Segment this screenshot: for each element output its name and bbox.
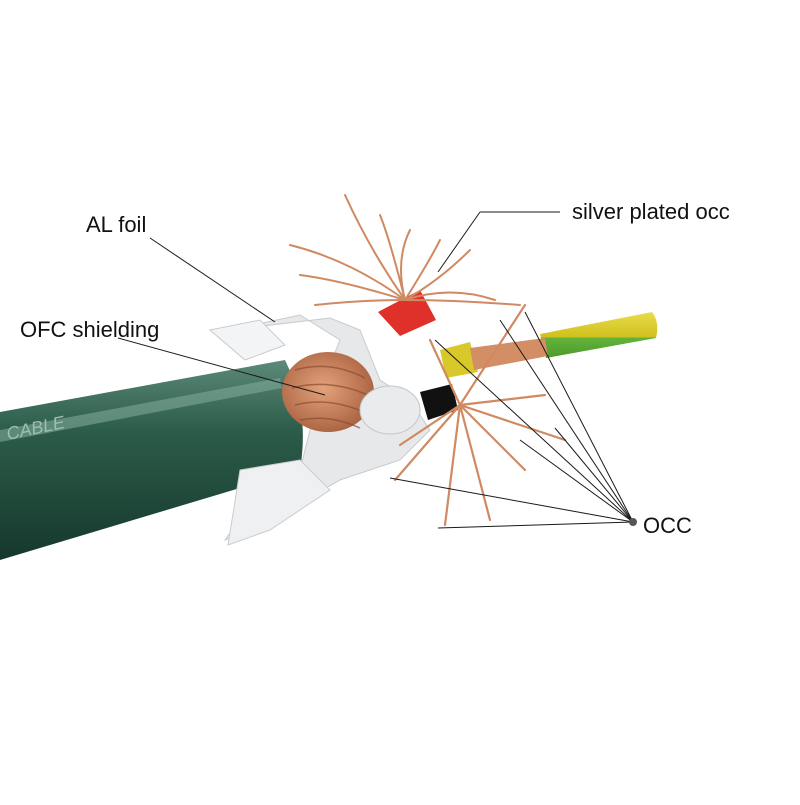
cable-jacket [0, 360, 303, 560]
cable-jacket-highlight [0, 378, 282, 442]
al-foil-flap [208, 319, 286, 361]
leader-ofc-shielding [117, 337, 326, 396]
black-insulation [420, 384, 458, 420]
leader-occ-2 [499, 319, 634, 523]
leader-occ-5 [389, 477, 634, 523]
red-insulation [378, 290, 436, 336]
copper-strands-occ [393, 303, 567, 527]
yellow-insulation [440, 342, 478, 378]
leader-lines [117, 211, 634, 529]
label-al-foil: AL foil [86, 212, 147, 237]
inner-foil [359, 385, 421, 435]
label-ofc-shielding: OFC shielding [20, 317, 160, 342]
occ-leader-hub [629, 518, 637, 526]
label-silver-plated-occ: silver plated occ [572, 199, 730, 224]
leader-occ-6 [437, 521, 634, 529]
leader-al-foil [149, 237, 276, 323]
label-occ: OCC [643, 513, 692, 538]
leader-occ-3 [434, 339, 634, 523]
al-foil-flap-lower [227, 459, 331, 546]
ground-wire-insulation [540, 312, 658, 358]
ofc-shield-texture [291, 365, 371, 429]
leader-occ-4 [519, 439, 634, 523]
leader-occ-1 [524, 311, 634, 523]
ground-wire-strands [470, 338, 548, 370]
copper-strands-top [289, 194, 521, 306]
leader-occ-7 [554, 427, 634, 523]
